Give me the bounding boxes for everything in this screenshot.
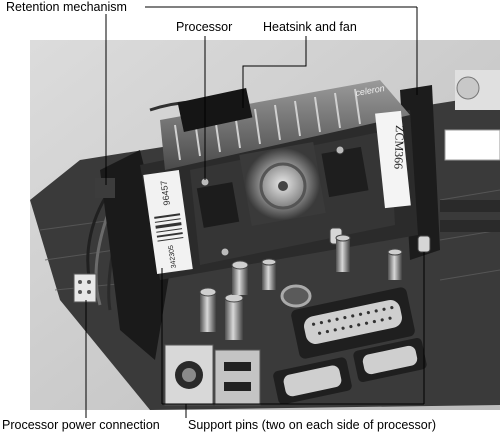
left-sticker <box>143 169 193 275</box>
capacitors <box>199 234 403 340</box>
sticker-handwritten-left: 96457 <box>159 180 172 206</box>
screw <box>220 247 230 257</box>
usb-port <box>214 349 261 406</box>
screw <box>200 177 210 187</box>
callout-support-pins: Support pins (two on each side of proces… <box>186 418 439 432</box>
expansion-slot <box>444 129 500 161</box>
chip <box>321 146 369 198</box>
callout-processor: Processor <box>174 20 235 34</box>
sticker-handwritten-right: ZCM366 <box>391 125 407 169</box>
support-pin <box>417 235 431 253</box>
callout-retention-mechanism: Retention mechanism <box>4 0 129 14</box>
expansion-slot <box>440 220 500 232</box>
heatsink-fins <box>174 88 361 161</box>
fan-hub <box>259 162 307 210</box>
fan-housing <box>177 88 253 132</box>
power-connector <box>73 273 97 303</box>
inductor <box>280 284 312 308</box>
right-sticker <box>375 110 411 209</box>
back-panel <box>164 287 427 406</box>
barcode <box>154 213 184 242</box>
heatsink <box>160 80 410 170</box>
expansion-slot <box>440 200 500 212</box>
callout-processor-power-connection: Processor power connection <box>0 418 162 432</box>
callout-heatsink-and-fan: Heatsink and fan <box>261 20 359 34</box>
chip <box>196 182 240 228</box>
memory-slot-knob <box>456 76 480 100</box>
sticker-serial: 342305 <box>168 244 178 268</box>
screw <box>335 145 345 155</box>
